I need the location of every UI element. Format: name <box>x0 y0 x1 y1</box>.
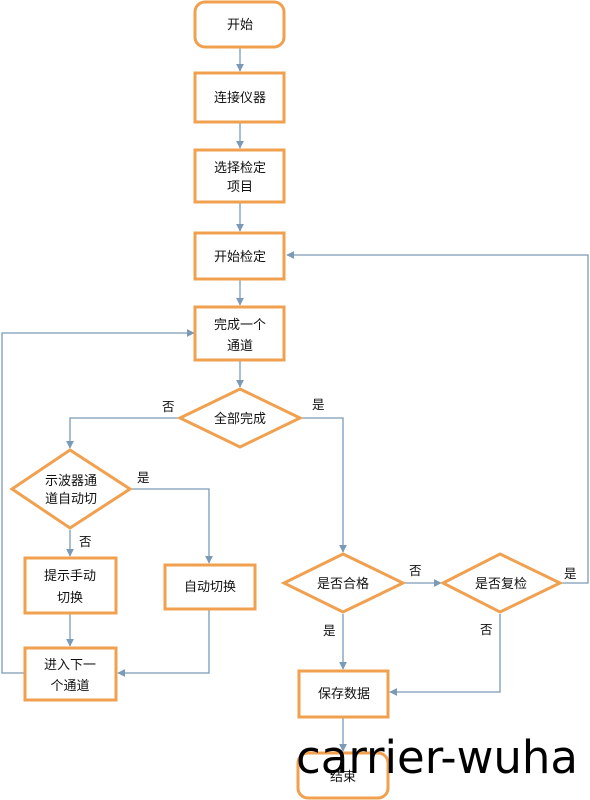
node-save-label: 保存数据 <box>318 687 370 702</box>
edge-alldone-no <box>66 417 180 449</box>
node-select-label-2: 项目 <box>227 180 253 195</box>
node-connect-label: 连接仪器 <box>214 90 266 106</box>
node-next-label-1: 进入下一 <box>44 658 96 673</box>
node-recheck: 是否复检 <box>439 552 564 614</box>
edges <box>1 47 589 752</box>
edge-alldone-yes <box>300 417 347 553</box>
edge-next-finish-loop <box>1 329 195 674</box>
node-start: 开始 <box>193 0 286 49</box>
node-recheck-label: 是否复检 <box>475 577 527 592</box>
node-save-data: 保存数据 <box>297 669 390 719</box>
node-prompt-label-2: 切换 <box>57 591 83 606</box>
edge-label-auto-no: 否 <box>79 534 92 549</box>
node-end: 结束 <box>296 751 390 800</box>
node-auto-switch-label: 自动切换 <box>184 580 236 595</box>
edge-label-all-done-no: 否 <box>162 399 175 414</box>
node-begin-check: 开始检定 <box>193 231 286 281</box>
node-begin-check-label: 开始检定 <box>214 250 266 265</box>
node-pass: 是否合格 <box>280 552 407 614</box>
edge-autoswitch-next <box>117 609 210 677</box>
node-start-label: 开始 <box>227 18 253 33</box>
node-prompt-label-1: 提示手动 <box>44 568 96 584</box>
edge-auto-yes <box>130 488 213 564</box>
node-select-item: 选择检定 项目 <box>193 148 286 204</box>
node-finish-label-1: 完成一个 <box>214 318 266 333</box>
node-pass-label: 是否合格 <box>317 576 369 592</box>
node-auto-label-2: 道自动切 <box>45 492 97 507</box>
node-all-done: 全部完成 <box>176 387 304 449</box>
edge-label-pass-yes: 是 <box>323 623 336 638</box>
node-select-label-1: 选择检定 <box>214 161 266 176</box>
node-next-label-2: 个通道 <box>50 679 89 694</box>
edge-label-recheck-yes: 是 <box>564 566 577 581</box>
edge-label-pass-no: 否 <box>409 563 422 578</box>
node-connect: 连接仪器 <box>193 71 286 124</box>
node-auto-label-1: 示波器通 <box>45 474 97 489</box>
edge-label-all-done-yes: 是 <box>312 397 325 412</box>
node-finish-label-2: 通道 <box>227 339 253 354</box>
edge-label-auto-yes: 是 <box>137 470 150 485</box>
node-all-done-label: 全部完成 <box>214 411 266 427</box>
edge-recheck-yes-loop <box>286 251 589 584</box>
node-auto-switch-question: 示波器通 道自动切 <box>9 448 133 530</box>
node-prompt-manual: 提示手动 切换 <box>23 556 118 615</box>
edge-label-recheck-no: 否 <box>480 622 493 637</box>
watermark-text: carrier-wuha <box>296 731 578 784</box>
node-next-channel: 进入下一 个通道 <box>23 646 118 702</box>
node-end-label: 结束 <box>330 770 356 785</box>
node-auto-switch: 自动切换 <box>163 563 257 611</box>
edge-recheck-no <box>389 614 501 696</box>
node-finish-channel: 完成一个 通道 <box>193 305 286 362</box>
